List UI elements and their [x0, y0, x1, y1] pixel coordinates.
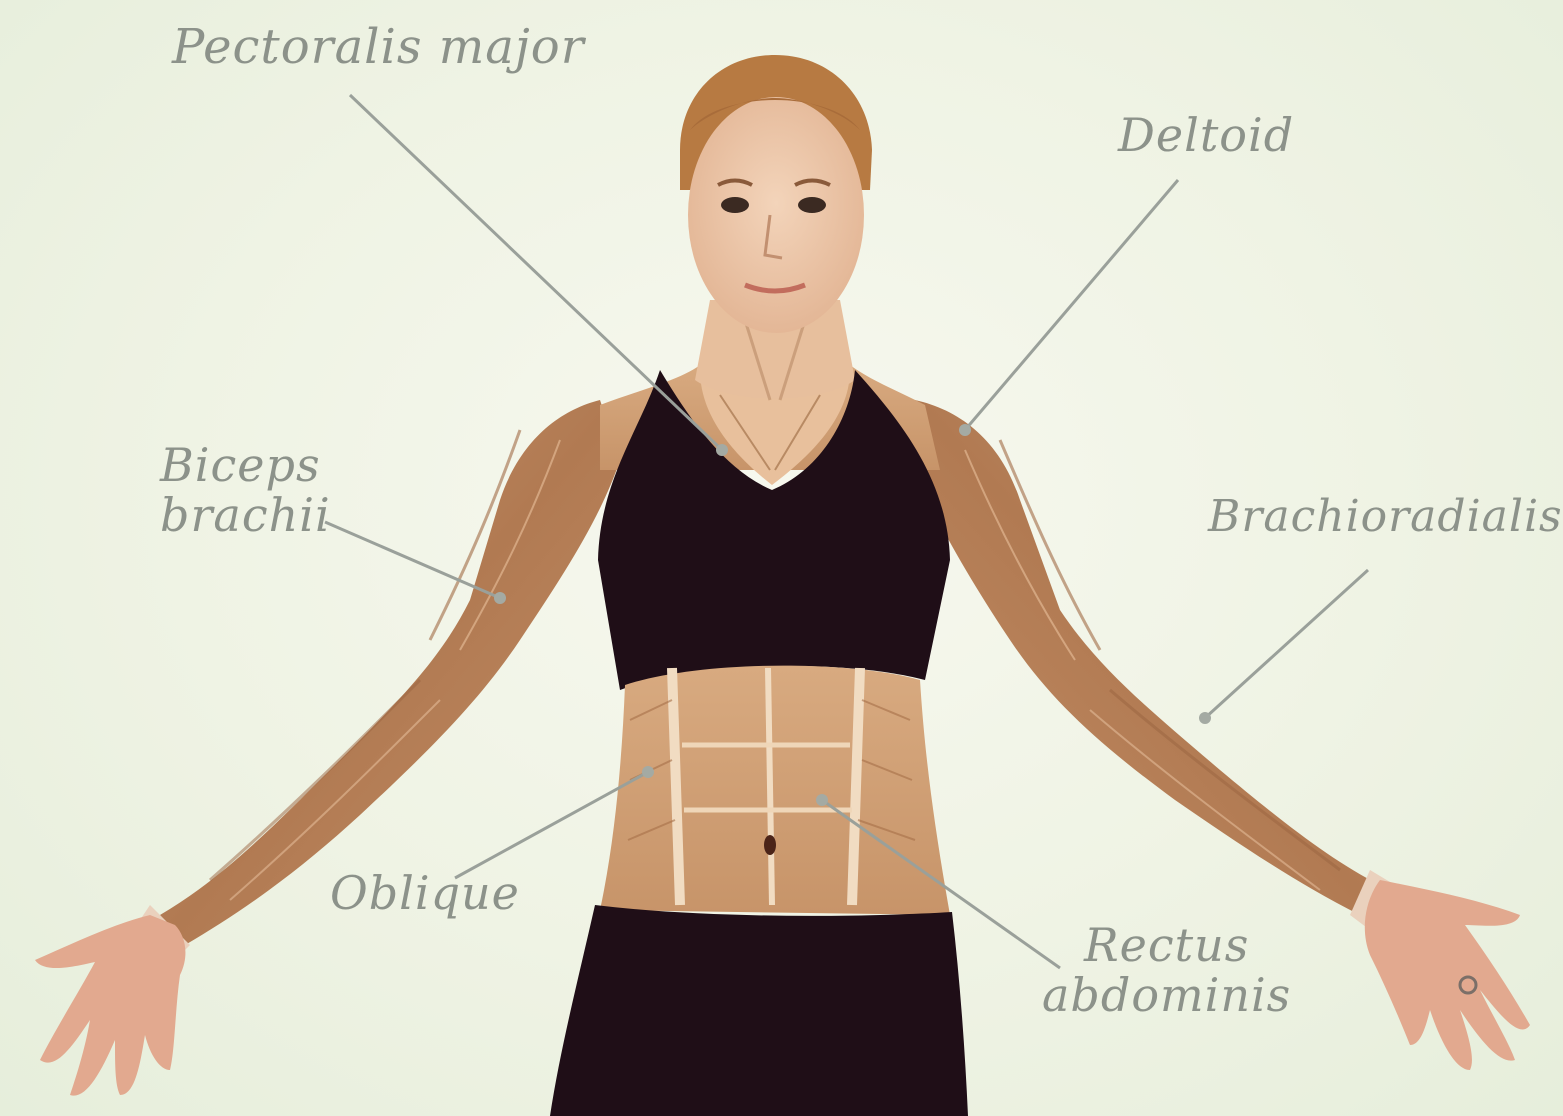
label-biceps-line2: brachii — [160, 490, 331, 540]
abdomen — [600, 666, 950, 915]
pointer-dot-rectus — [816, 794, 828, 806]
pointer-dot-deltoid — [959, 424, 971, 436]
shorts — [550, 905, 968, 1116]
label-rectus-line1: Rectus — [1042, 920, 1291, 970]
label-brachioradialis: Brachioradialis — [1208, 492, 1563, 542]
leader-line-deltoid — [965, 180, 1178, 430]
label-rectus-abdominis: Rectus abdominis — [1042, 920, 1291, 1020]
pointer-dot-pectoralis — [716, 444, 728, 456]
head — [680, 55, 872, 333]
label-pectoralis-major: Pectoralis major — [172, 22, 585, 72]
pointer-dot-brachioradialis — [1199, 712, 1211, 724]
leader-line-biceps — [325, 522, 500, 598]
label-biceps-line1: Biceps — [160, 440, 331, 490]
pointer-dot-oblique — [642, 766, 654, 778]
right-hand — [1365, 880, 1530, 1070]
pointer-dot-biceps — [494, 592, 506, 604]
label-biceps-brachii: Biceps brachii — [160, 440, 331, 540]
label-oblique: Oblique — [330, 868, 520, 918]
leader-line-brachioradialis — [1205, 570, 1368, 718]
right-arm — [915, 400, 1395, 930]
left-hand — [35, 915, 185, 1096]
leader-line-pectoralis — [350, 95, 722, 450]
label-rectus-line2: abdominis — [1042, 970, 1291, 1020]
label-deltoid: Deltoid — [1118, 110, 1294, 160]
